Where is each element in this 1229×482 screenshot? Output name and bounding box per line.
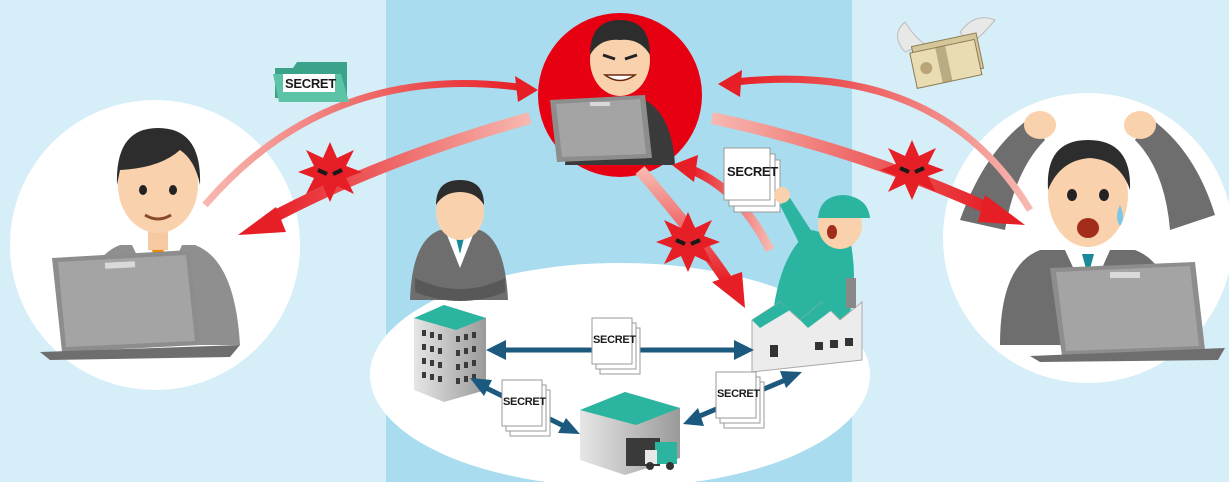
factory-building bbox=[751, 278, 863, 373]
arrow-right-to-attacker bbox=[734, 75, 1034, 212]
attack-arrows bbox=[202, 70, 1034, 308]
virus-icon bbox=[880, 140, 944, 200]
office-building bbox=[414, 305, 486, 402]
secret-document-icon: SECRET bbox=[723, 147, 781, 213]
secret-doc-label-hq-factory: SECRET bbox=[593, 334, 636, 346]
secret-doc-label-attacker: SECRET bbox=[727, 164, 778, 179]
arrow-attacker-to-left bbox=[265, 112, 532, 226]
secret-doc-label-hq-warehouse: SECRET bbox=[503, 396, 546, 408]
virus-icon bbox=[298, 142, 362, 202]
secret-folder-label: SECRET bbox=[285, 76, 336, 91]
delivery-truck-icon bbox=[645, 442, 677, 470]
secret-document-icon: SECRET bbox=[591, 317, 641, 375]
executive-figure bbox=[410, 180, 508, 301]
laptop-right bbox=[1030, 262, 1225, 362]
secret-document-icon: SECRET bbox=[715, 371, 765, 429]
virus-icon bbox=[656, 212, 720, 272]
secret-document-icon: SECRET bbox=[501, 379, 551, 437]
flying-money-icon bbox=[897, 17, 996, 89]
factory-worker bbox=[772, 187, 870, 330]
secret-doc-label-warehouse-factory: SECRET bbox=[717, 388, 760, 400]
secret-folder-icon: SECRET bbox=[273, 62, 349, 102]
arrow-left-to-attacker bbox=[202, 79, 526, 208]
attacker-figure bbox=[538, 13, 702, 177]
laptop-left bbox=[40, 250, 240, 360]
arrow-attacker-to-right bbox=[710, 112, 995, 216]
